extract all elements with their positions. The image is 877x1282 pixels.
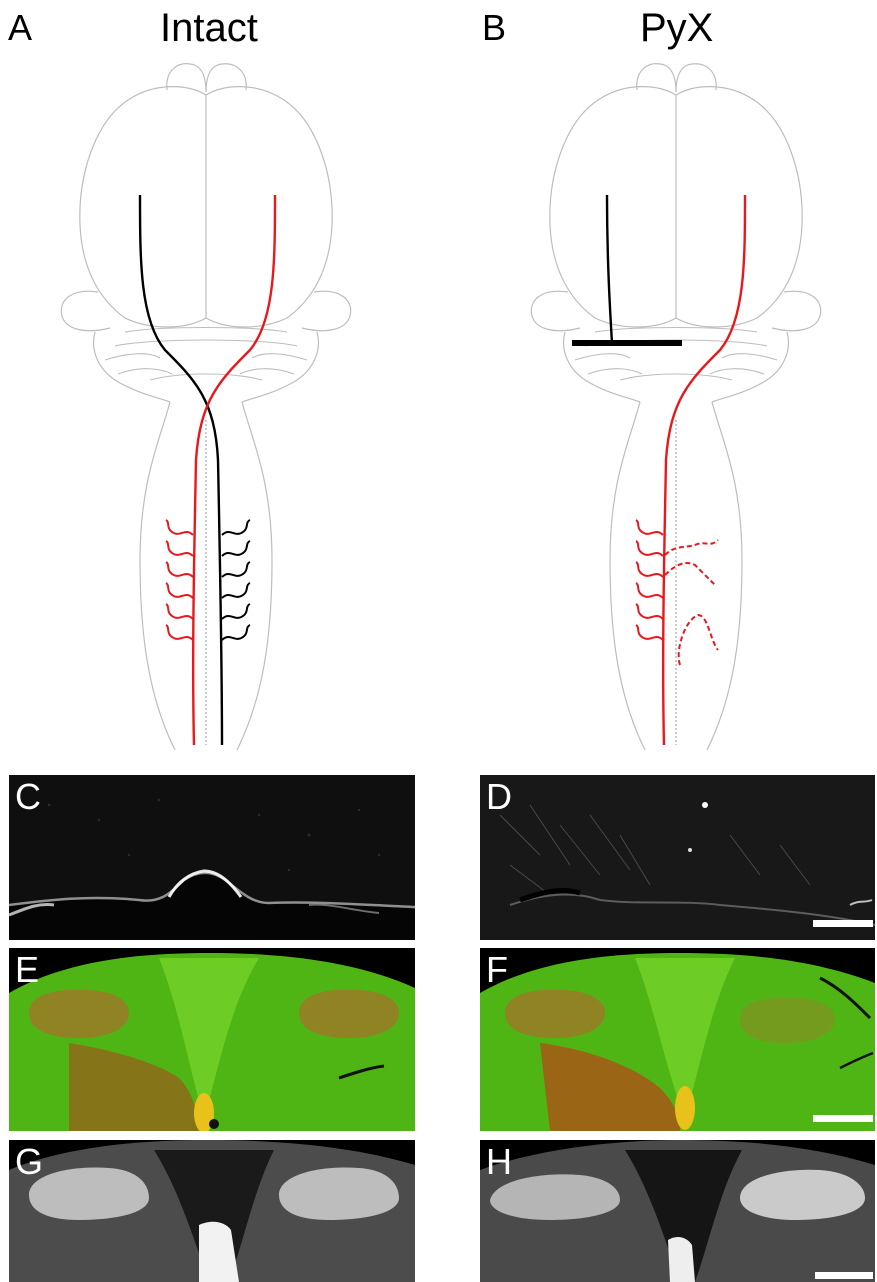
brain-schematics (0, 0, 877, 760)
panel-h-letter: H (486, 1142, 512, 1182)
red-collaterals-left (166, 520, 193, 640)
panel-e-micrograph: E (9, 948, 415, 1131)
scale-bar-f (813, 1115, 873, 1122)
panel-f-micrograph: F (480, 948, 875, 1131)
panel-c-micrograph: C (9, 775, 415, 940)
panel-e-letter: E (15, 950, 39, 990)
panel-d-micrograph: D (480, 775, 875, 940)
panel-d-letter: D (486, 777, 512, 817)
panel-h-micrograph: H (480, 1140, 875, 1282)
intact-diagram (61, 64, 350, 750)
red-collaterals-left (636, 520, 663, 640)
black-corticospinal-tract (140, 195, 222, 745)
panel-c-letter: C (15, 777, 41, 817)
scale-bar-h (815, 1272, 873, 1279)
panel-f-letter: F (486, 950, 508, 990)
panel-g-letter: G (15, 1142, 43, 1182)
pyramidotomy-lesion (572, 340, 682, 346)
black-tract-cut (607, 195, 612, 343)
black-collaterals-right (222, 520, 250, 640)
scale-bar-d (813, 920, 873, 927)
sprouting-fibers (665, 540, 718, 665)
pyx-diagram (531, 64, 820, 750)
panel-g-micrograph: G (9, 1140, 415, 1282)
